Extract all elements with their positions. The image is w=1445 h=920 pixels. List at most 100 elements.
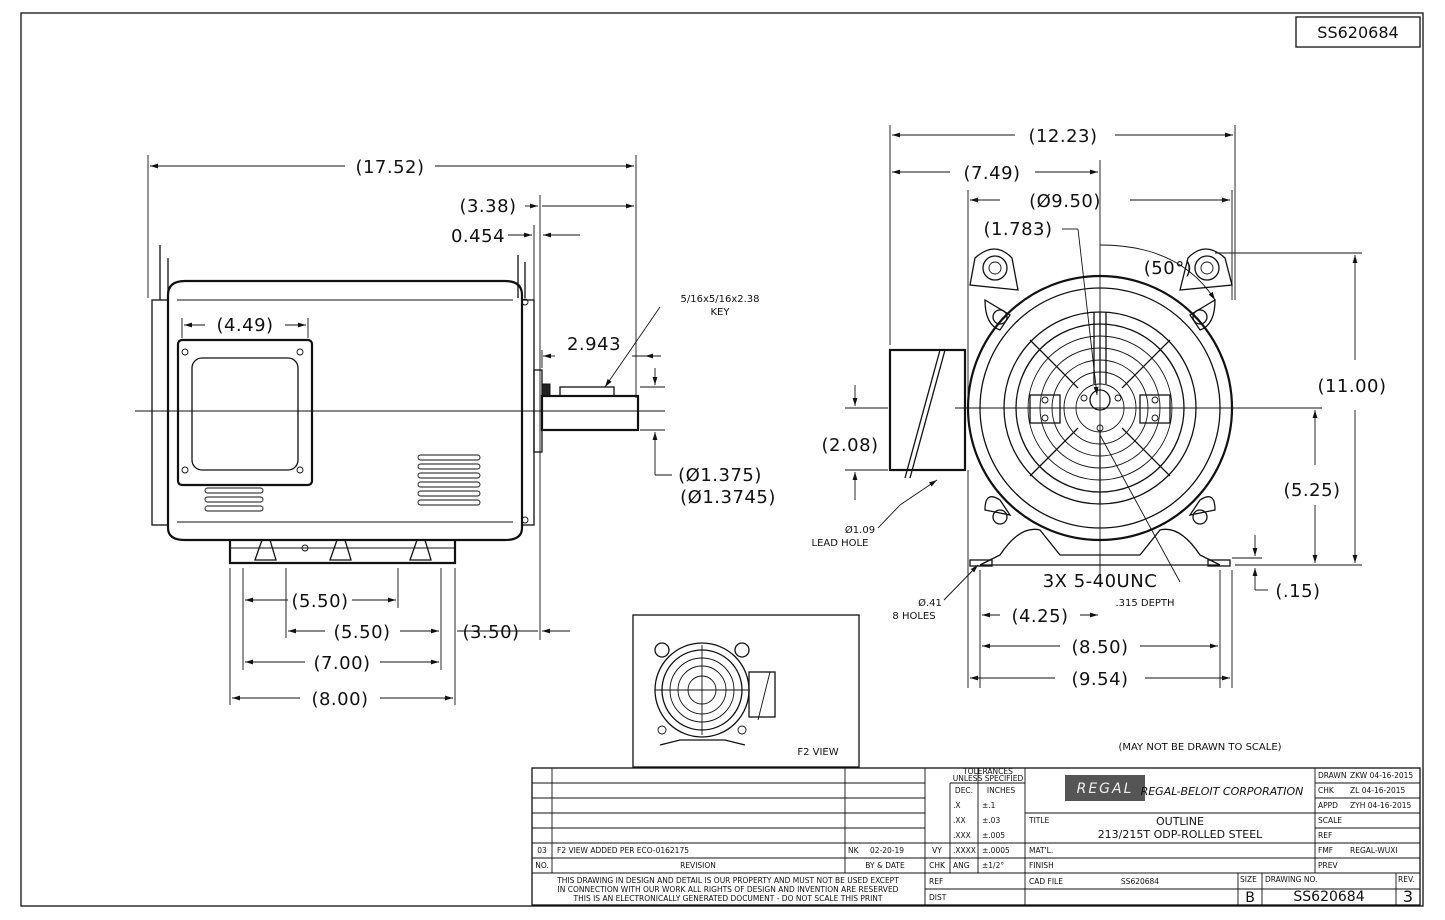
title-line-1: OUTLINE [1156,815,1204,828]
approval-value: ZKW 04-16-2015 [1350,771,1413,780]
shaft-key [559,386,615,397]
tol-value: ±1/2° [982,861,1004,870]
tol-dec: .XX [953,816,966,825]
rev-hdr-no: NO. [535,861,549,870]
company-logo-text: REGAL [1077,781,1134,797]
dim-bolt-circle-radius: (1.783) [983,219,1052,240]
end-conduit-box [888,348,967,472]
dim-overall-length: (17.52) [355,157,424,178]
tol-dec: .X [953,801,961,810]
approval-label: PREV [1318,861,1338,870]
approval-label: SCALE [1318,816,1342,825]
approval-rows: DRAWN ZKW 04-16-2015 CHK ZL 04-16-2015 A… [1318,771,1413,870]
dim-base-width: (9.54) [1071,669,1128,690]
lifting-lug-right [1179,248,1233,291]
approval-label: DRAWN [1318,771,1346,780]
disclaimer-line-1: THIS DRAWING IN DESIGN AND DETAIL IS OUR… [556,876,899,885]
approval-label: REF [1318,831,1332,840]
dim-shaft-dia-max: (Ø1.375) [678,465,762,486]
side-view: (17.52) (3.38) 0.454 (4.49) 5/16x5/16x2.… [135,155,776,710]
company-logo [1065,775,1145,801]
sheet-border [20,12,1424,907]
tol-col-inches: INCHES [987,786,1015,795]
company-name: REGAL-BELOIT CORPORATION [1141,785,1304,798]
drawing-no: SS620684 [1293,889,1364,905]
shaft [540,394,640,432]
dim-conduit-height: (2.08) [821,435,878,456]
title-line-2: 213/215T ODP-ROLLED STEEL [1098,828,1263,841]
dim-end-overall-width: (12.23) [1028,126,1097,147]
dim-shaft-extension: (3.38) [459,196,516,217]
tol-col-dec: DEC. [955,786,973,795]
key-note-label: KEY [711,307,731,318]
right-end-bell [521,299,535,526]
f2-view-label: F2 VIEW [797,747,838,758]
scale-note: (MAY NOT BE DRAWN TO SCALE) [1118,742,1281,753]
sheet-size: B [1245,890,1255,906]
dim-shoulder-offset: 0.454 [451,226,505,247]
dim-foot-span: (7.00) [313,653,370,674]
dim-half-mount: (4.25) [1011,606,1068,627]
tapped-holes-depth: .315 DEPTH [1115,598,1174,609]
size-label: SIZE [1240,875,1257,884]
ref-label: REF [929,877,943,886]
dim-lifting-angle: (50°) [1144,258,1192,279]
rev-number: 03 [537,846,547,855]
lead-hole-label: LEAD HOLE [812,538,869,549]
rev-by: NK [848,846,860,855]
title-label: TITLE [1028,816,1050,825]
end-bracket-spokes [1029,312,1171,504]
end-view: (12.23) (7.49) (Ø9.50) (1.783) (50°) (11… [812,125,1386,690]
tol-title-2: UNLESS SPECIFIED [953,774,1024,783]
lead-hole-dia: Ø1.09 [845,524,875,536]
tol-value: ±.1 [982,801,996,810]
end-shaft [1089,389,1111,411]
tol-title-1: TOLERANCES [962,767,1013,776]
rev-hdr-by-date: BY & DATE [865,861,905,870]
mount-holes-count: 8 HOLES [892,611,935,622]
dim-overall-height: (11.00) [1317,376,1386,397]
drawing-no-label: DRAWING NO. [1265,875,1317,884]
disclaimer-line-2: IN CONNECTION WITH OUR WORK ALL RIGHTS O… [558,885,899,894]
dim-foot-length: (8.00) [311,689,368,710]
approval-value: ZL 04-16-2015 [1350,786,1406,795]
approval-label: APPD [1318,801,1338,810]
matl-label: MAT'L. [1029,846,1053,855]
vent-slots-left [204,487,264,512]
dim-mount-spacing: (8.50) [1071,637,1128,658]
tol-dec: .XXXX [953,846,976,855]
rev-chk: VY [932,846,942,855]
tol-value: ±.03 [982,816,1000,825]
drawing-id-box: SS620684 [1295,16,1421,48]
dim-key-length: 2.943 [567,334,621,355]
mounting-base [228,540,457,565]
vent-slots-right [417,454,481,506]
mount-holes-dia: Ø.41 [918,597,942,609]
tol-dec: ANG [953,861,970,870]
finish-label: FINISH [1029,861,1054,870]
dim-center-to-box: (7.49) [963,163,1020,184]
dist-label: DIST [929,893,947,902]
tol-value: ±.0005 [982,846,1010,855]
rev-value: 3 [1403,887,1413,906]
rev-date: 02-20-19 [870,846,904,855]
left-end-bell [151,299,169,526]
title-block: 03 F2 VIEW ADDED PER ECO-0162175 NK 02-2… [531,767,1421,906]
approval-value: REGAL-WUXI [1350,846,1398,855]
tapped-holes-spec: 3X 5-40UNC [1043,571,1158,592]
dim-conduit-box-width: (4.49) [216,315,273,336]
disclaimer-line-3: THIS IS AN ELECTRONICALLY GENERATED DOCU… [573,894,883,903]
dim-foot-hole-spacing-b: (5.50) [333,622,390,643]
lifting-lug-left [969,248,1019,291]
dim-shaft-dia-min: (Ø1.3745) [680,487,776,508]
tol-dec: .XXX [953,831,971,840]
approval-label: CHK [1318,786,1335,795]
motor-frame [166,279,524,542]
dim-foot-end-distance: (3.50) [462,622,519,643]
rev-hdr-chk: CHK [929,861,946,870]
cad-file: SS620684 [1121,877,1159,886]
dim-foot-thickness: (.15) [1275,581,1320,602]
rev-hdr-revision: REVISION [680,861,716,870]
approval-label: FMF [1318,846,1333,855]
